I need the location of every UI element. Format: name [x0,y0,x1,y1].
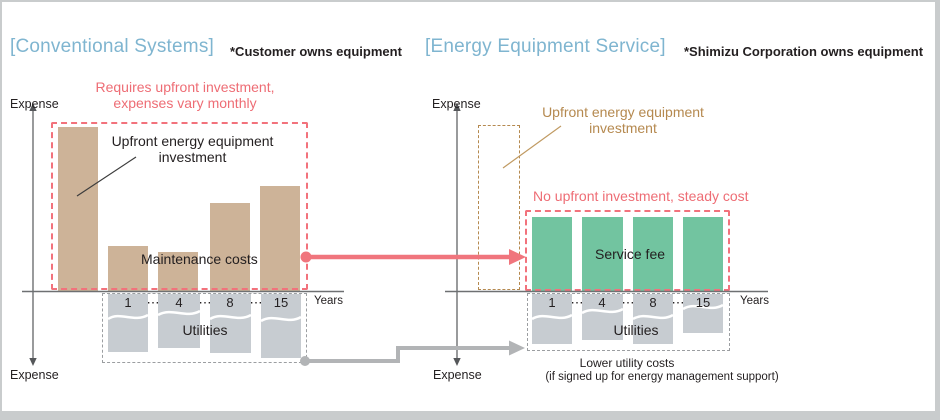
left-upfront-annotation: Upfront energy equipment investment [95,133,290,165]
left-expense-axis-label-top: Expense [10,97,59,111]
right-ghost-annotation-line2: investment [589,120,657,137]
right-years-axis-label: Years [740,295,769,307]
gray-arrowhead-icon [509,340,525,356]
right-year-tick-4: 4 [598,295,606,310]
right-expense-axis-label-bottom: Expense [433,368,482,382]
left-year-tick-dots-b: ⋯ [198,295,212,310]
left-years-axis-label: Years [314,295,343,307]
right-year-tick-dots-c: ⋯ [671,295,685,310]
service-fee-bar-year8 [633,217,673,291]
left-utility-bar-year1 [108,294,148,352]
right-ghost-annotation: Upfront energy equipment investment [523,104,723,136]
left-year-tick-8: 8 [226,295,234,310]
left-year-tick-dots-a: ⋯ [146,295,160,310]
right-year-tick-dots-a: ⋯ [570,295,584,310]
maintenance-bar-year8 [210,203,250,291]
right-ghost-annotation-line1: Upfront energy equipment [542,104,704,120]
maintenance-bar-year15 [260,186,300,291]
right-utility-bar-year15 [683,294,723,333]
right-utilities-label: Utilities [613,322,659,338]
left-year-tick-15: 15 [273,295,289,310]
left-utilities-dashed-outline [102,293,307,363]
left-utility-bar-year15 [261,294,301,358]
right-y-axis [453,103,461,366]
left-y-axis-down-arrow-icon [29,358,37,366]
right-year-tick-dots-b: ⋯ [621,295,635,310]
service-fee-label: Service fee [594,246,666,262]
left-panel-title: [Conventional Systems] [10,36,214,57]
ghost-upfront-investment-outline [478,125,520,290]
gray-arrow-connector [300,340,525,366]
right-panel-title: [Energy Equipment Service] [425,36,666,57]
left-panel-owner-note: *Customer owns equipment [230,44,402,59]
left-utilities-label: Utilities [182,322,228,338]
maintenance-bar-year1 [108,246,148,291]
right-red-callout: No upfront investment, steady cost [533,188,749,204]
maintenance-bar-year4 [158,252,198,291]
left-red-callout: Requires upfront investment, expenses va… [85,79,285,111]
left-expense-axis-label-bottom: Expense [10,368,59,382]
left-y-axis [29,103,37,366]
right-panel-owner-note: *Shimizu Corporation owns equipment [684,44,924,59]
left-upfront-annotation-line1: Upfront energy equipment [111,133,274,149]
left-utility-bar-year4 [158,294,200,348]
right-expense-axis-label-top: Expense [432,97,481,111]
right-red-dashed-outline [525,210,730,291]
left-red-callout-line1: Requires upfront investment, [95,79,275,95]
right-utilities-dashed-outline [527,293,730,351]
right-year-tick-8: 8 [649,295,657,310]
maintenance-costs-label: Maintenance costs [141,251,258,267]
left-red-callout-line2: expenses vary monthly [113,95,257,112]
right-year-tick-1: 1 [548,295,556,310]
service-fee-bar-year4 [582,217,623,291]
right-utility-bar-year4 [582,294,623,340]
left-year-tick-4: 4 [175,295,183,310]
left-red-dashed-outline [51,122,308,290]
lower-utility-costs-line1: Lower utility costs [579,356,675,370]
service-fee-bar-year15 [683,217,723,291]
upfront-investment-bar [58,127,98,291]
left-year-tick-1: 1 [124,295,132,310]
left-upfront-annotation-line2: investment [158,149,227,166]
left-utility-bar-year8 [210,294,251,353]
right-year-tick-15: 15 [695,295,711,310]
lower-utility-costs-line2: (if signed up for energy management supp… [545,371,779,383]
left-year-tick-dots-c: ⋯ [249,295,263,310]
service-fee-bar-year1 [532,217,572,291]
right-y-axis-down-arrow-icon [453,358,461,366]
